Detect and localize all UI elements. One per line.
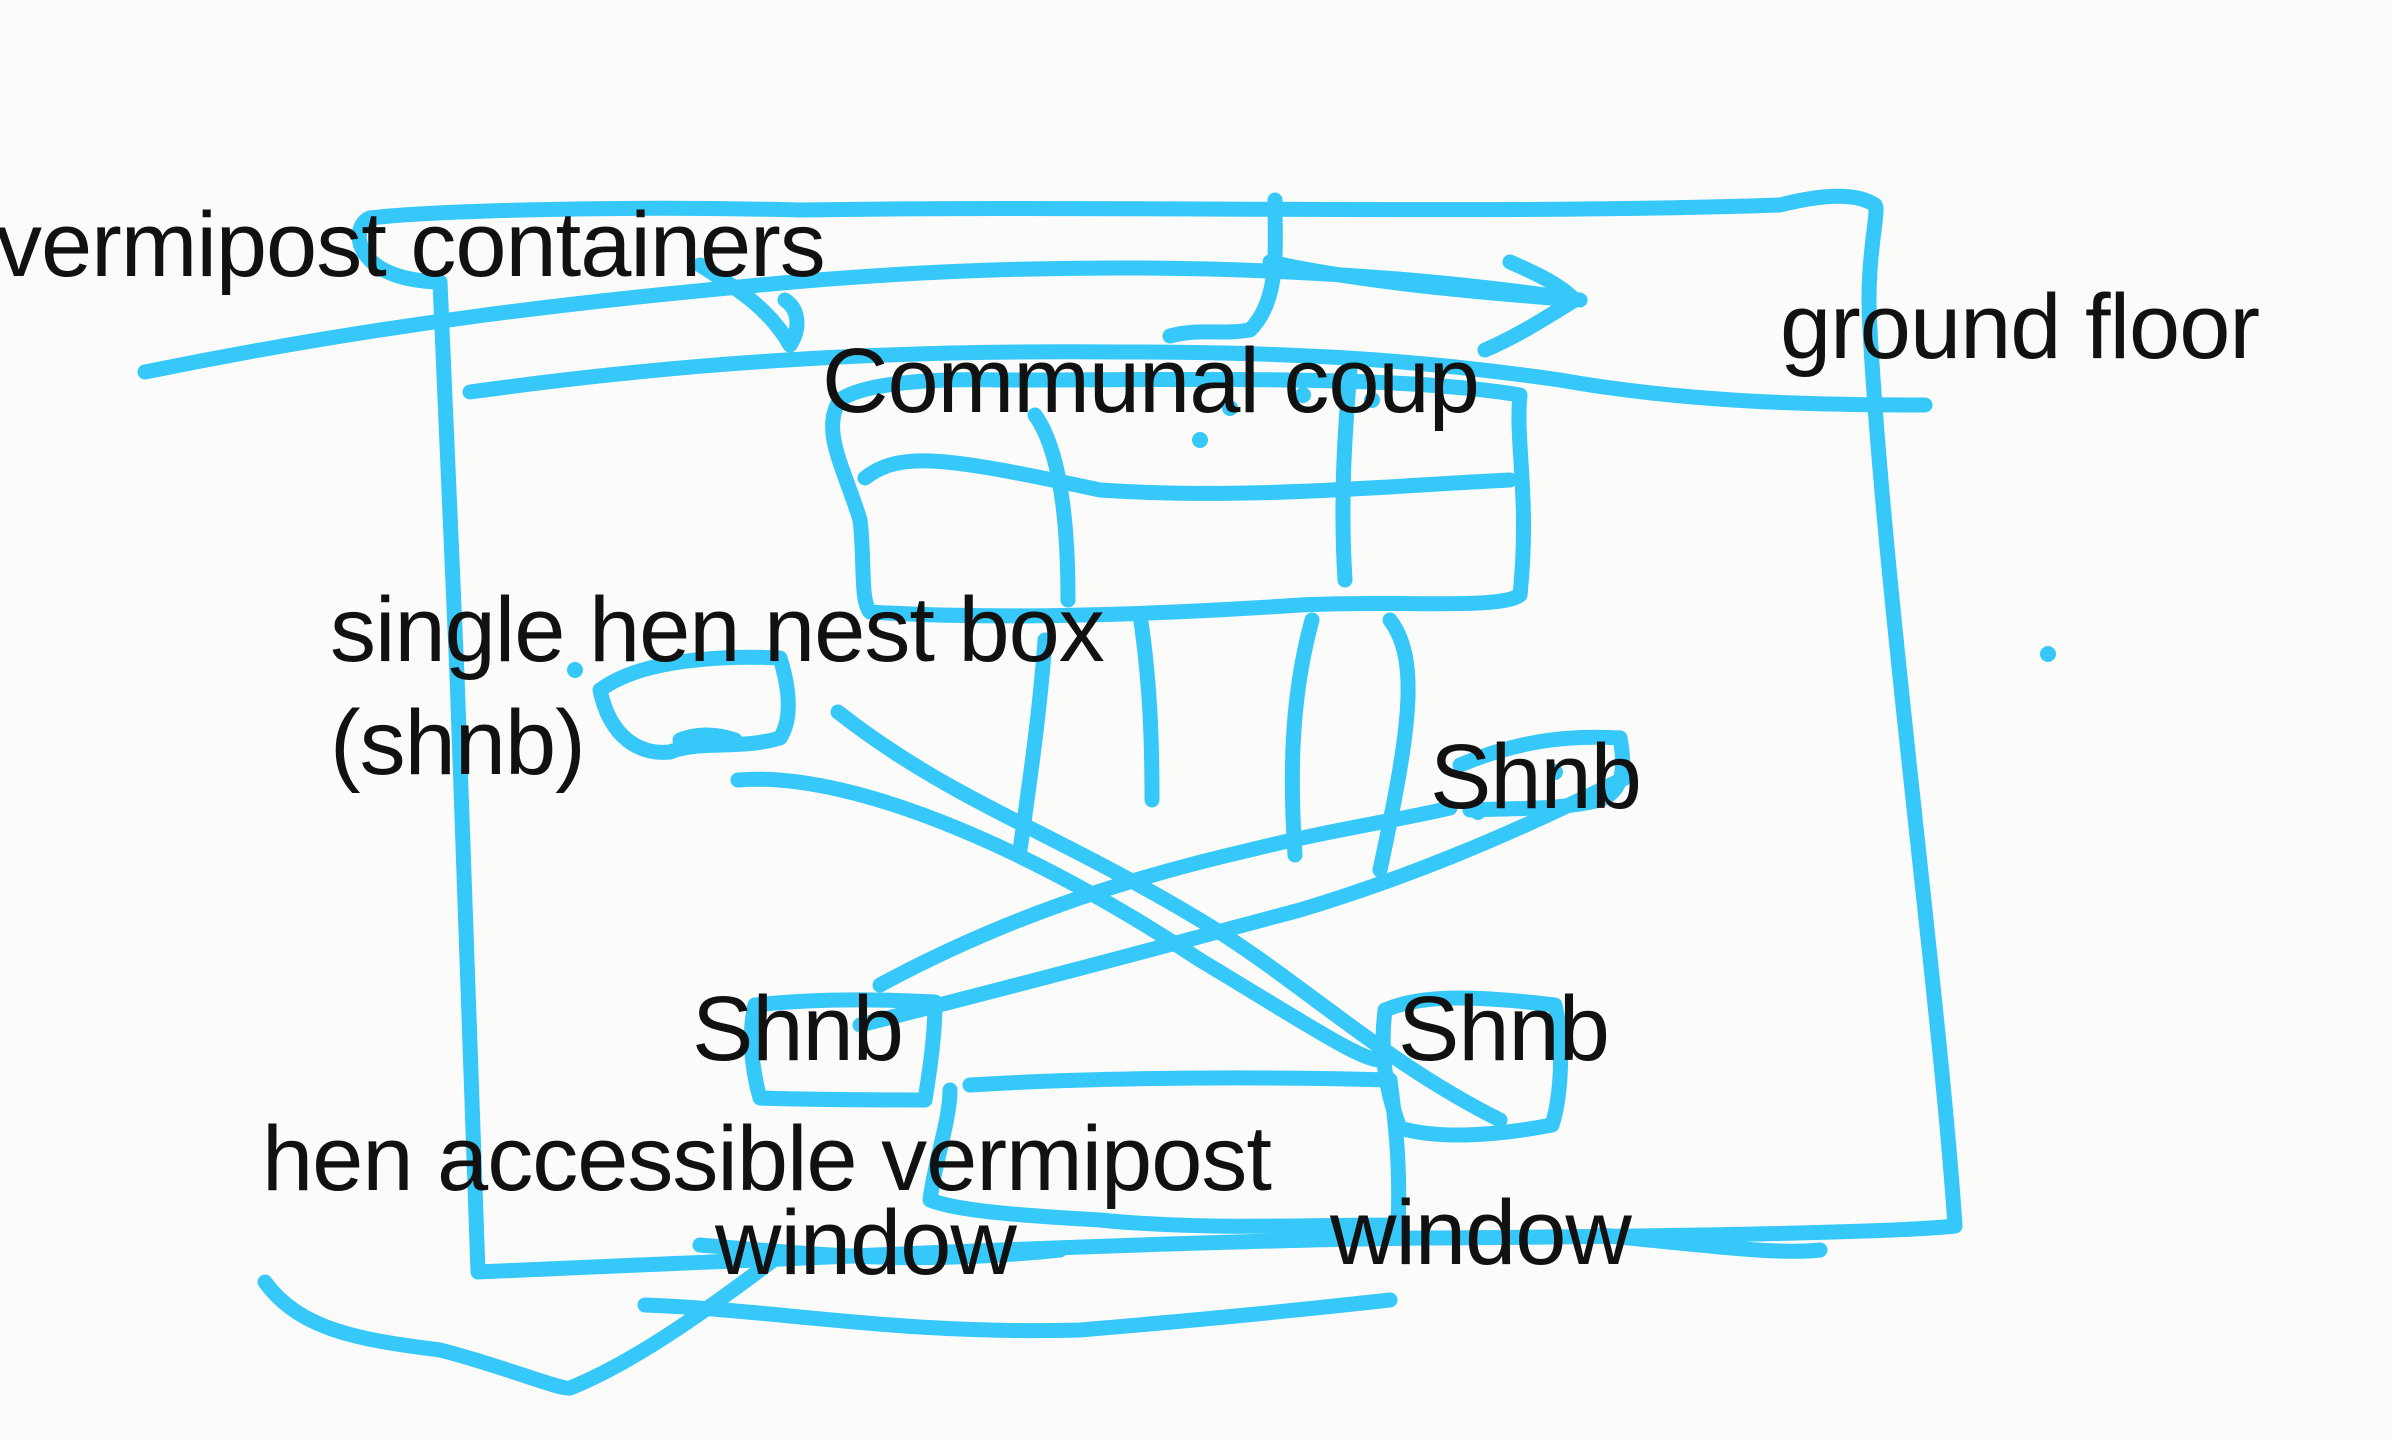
ink-dot [1547, 764, 1563, 780]
label-shnb-bottom-right: Shnb [1398, 978, 1610, 1080]
label-window-left: window [715, 1192, 1017, 1294]
ink-dot [1295, 387, 1311, 403]
ground-floor-swoop [257, 1247, 788, 1396]
coup-leg-2 [1132, 607, 1160, 808]
communal-coup-inner-line [857, 453, 1518, 501]
ink-dot [2040, 646, 2056, 662]
window-scribble-left [692, 1237, 1068, 1266]
shnb-box-left-nub [672, 727, 743, 748]
label-communal-coup: Communal coup [822, 330, 1480, 432]
arrow-to-vermipost-containers [1262, 254, 1583, 358]
ink-dot [567, 662, 583, 678]
cross-line-a [730, 771, 1388, 1068]
communal-coup-divider-right [1335, 362, 1358, 588]
coup-leg-3 [1284, 612, 1320, 863]
label-vermipost-containers: vermipost containers [0, 194, 826, 296]
cross-line-b [830, 704, 1508, 1128]
ink-dot [1222, 400, 1238, 416]
hen-vermipost-outline [922, 1070, 1407, 1234]
shnb-box-left [592, 649, 796, 760]
cross-line-c [852, 770, 1633, 1033]
label-single-hen-nest-box: single hen nest box [330, 579, 1105, 681]
label-shnb-bottom-left: Shnb [692, 978, 904, 1080]
ink-dot [1192, 432, 1208, 448]
label-ground-floor: ground floor [1780, 276, 2260, 378]
arrow-to-communal-coup [692, 257, 805, 353]
communal-coup-divider-left [1027, 407, 1076, 608]
cross-line-d [872, 800, 1458, 993]
ink-dot [1470, 804, 1486, 820]
shnb-box-right [1452, 729, 1631, 818]
shnb-box-bottom-left [743, 992, 943, 1108]
vermipost-containers-bottom-line [462, 344, 1933, 413]
label-hen-accessible-vermipost: hen accessible vermipost [262, 1108, 1272, 1210]
hen-vermipost-bottom-line [637, 1292, 1398, 1339]
label-shnb-right: Shnb [1430, 726, 1642, 828]
label-shnb-definition: (shnb) [330, 692, 586, 794]
divider-top-center [1162, 192, 1283, 344]
ground-floor-outline [351, 188, 1963, 1280]
window-scribble-right [1592, 1227, 1828, 1259]
ink-dot [1364, 392, 1380, 408]
label-window-right: window [1330, 1182, 1632, 1284]
coup-leg-4 [1372, 612, 1416, 878]
communal-coup-outline [825, 371, 1532, 624]
